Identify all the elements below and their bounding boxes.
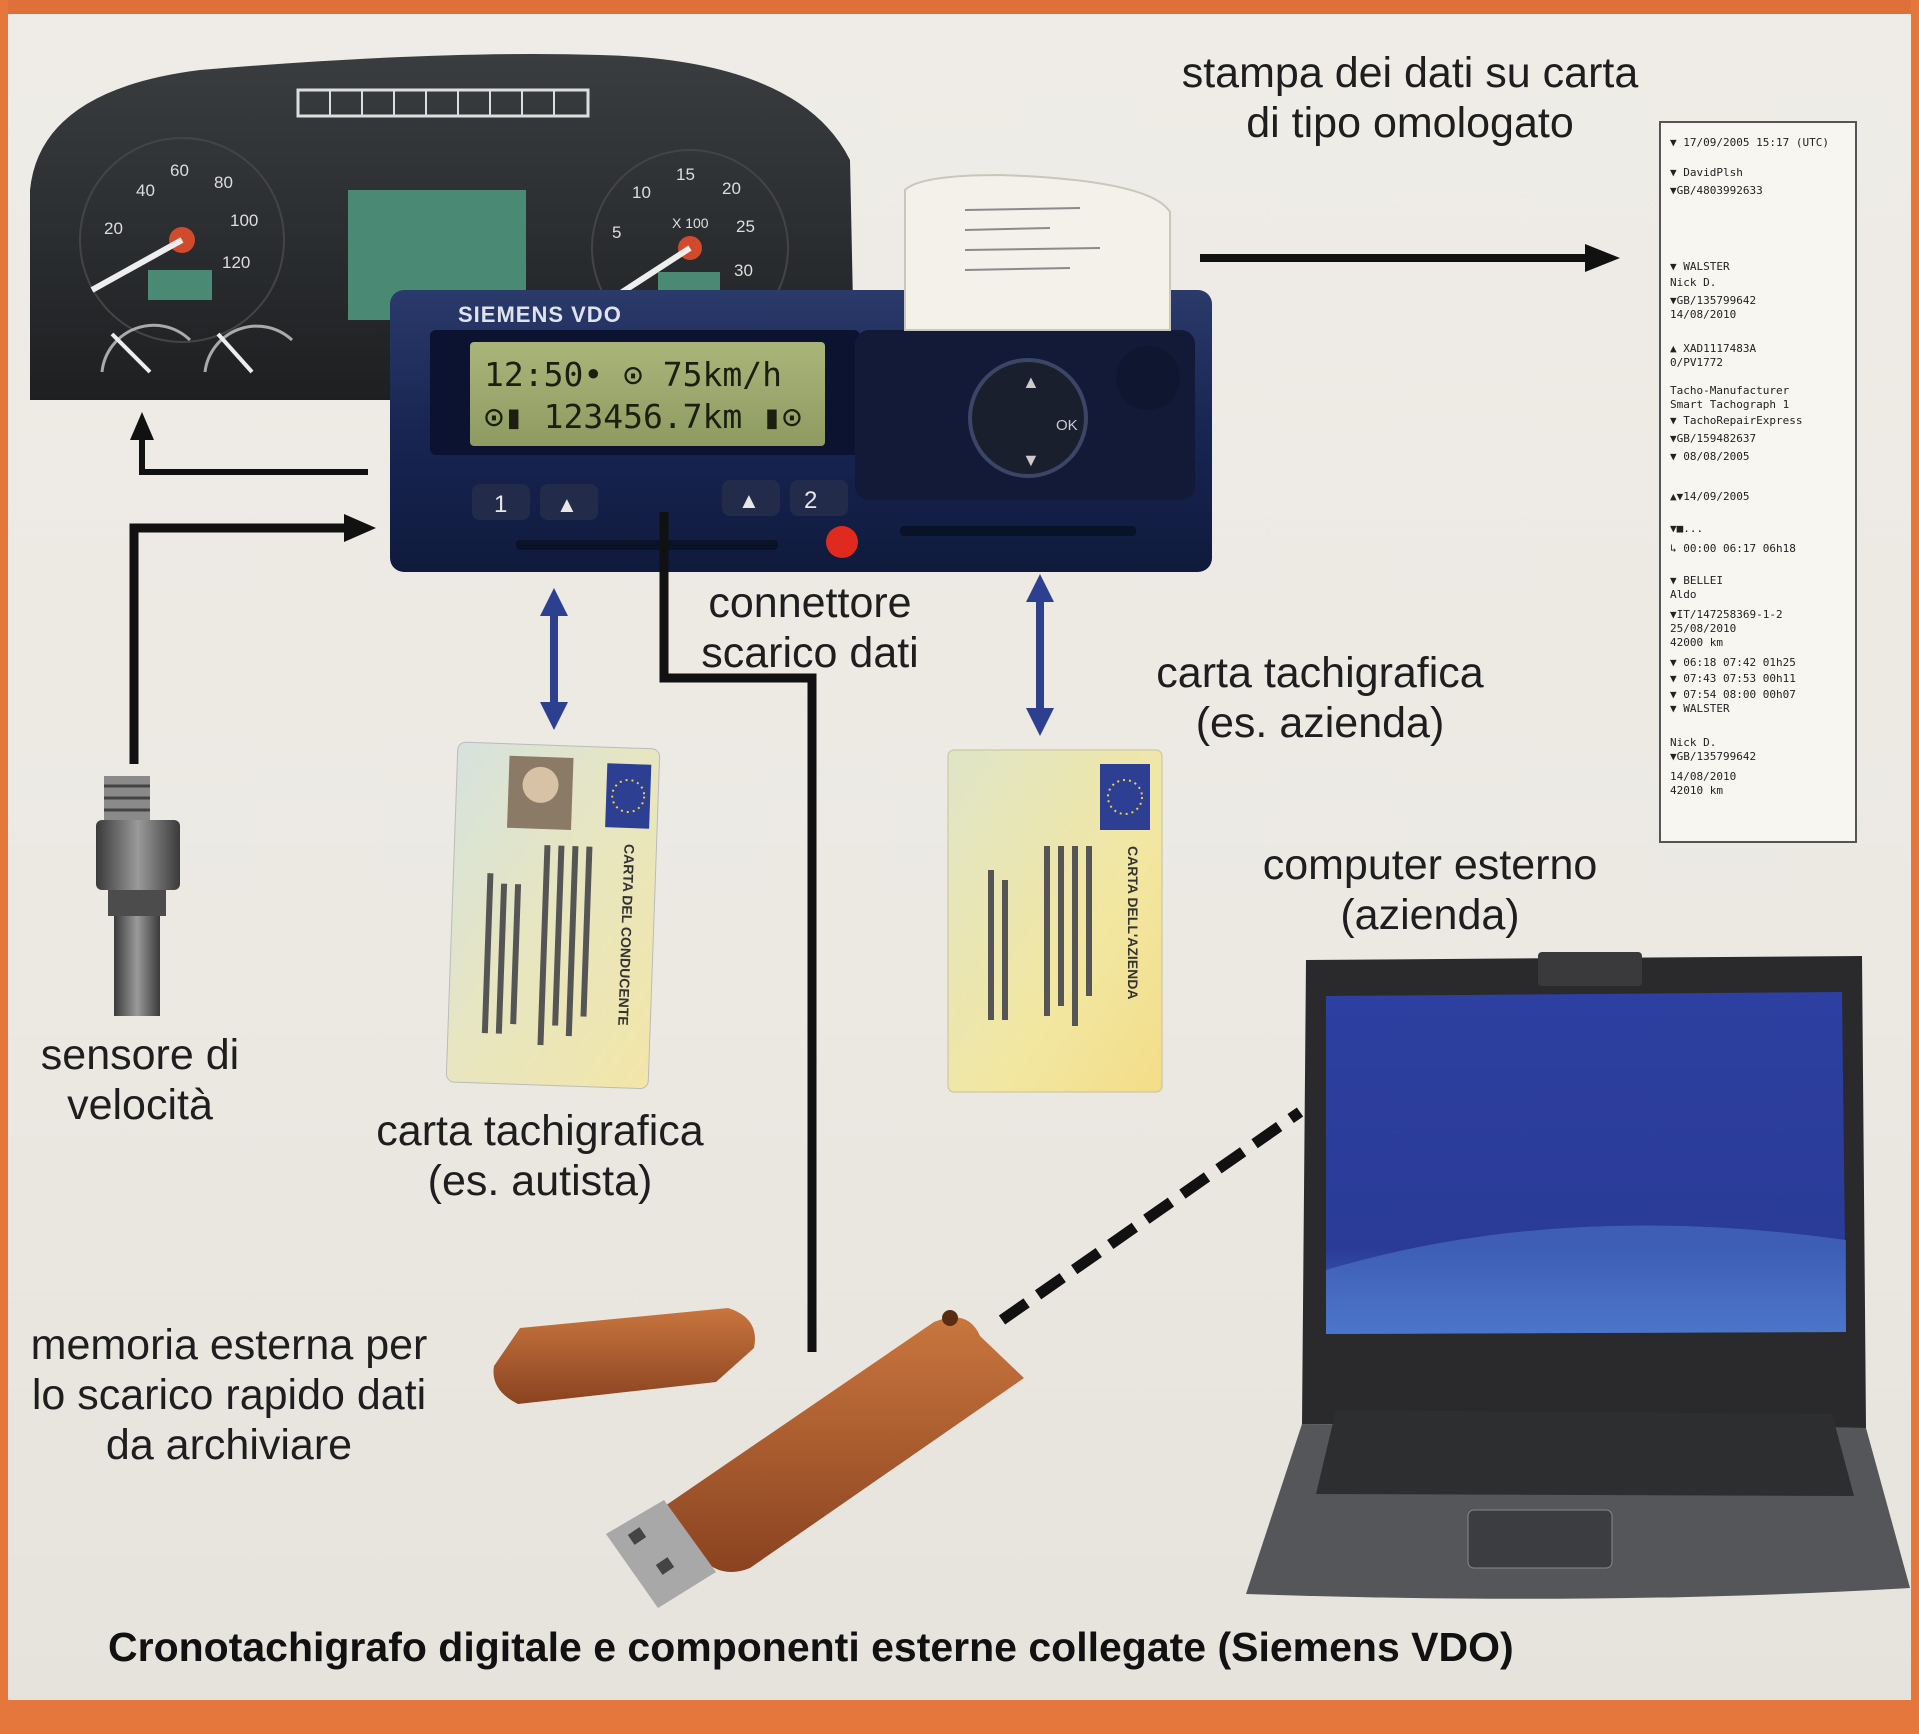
rpm-tick-30: 30 (734, 261, 753, 280)
usb-cap (494, 1308, 755, 1404)
figure-caption: Cronotachigrafo digitale e componenti es… (108, 1624, 1808, 1671)
receipt-line-23: ▼ 06:18 07:42 01h25 (1670, 656, 1796, 669)
receipt-line-9: 0/PV1772 (1670, 356, 1723, 369)
speed-tick-80: 80 (214, 173, 233, 192)
slot-1-label: 1 (494, 491, 507, 518)
bottom-border (0, 1700, 1919, 1734)
lcd-line-2: ⊙▮ 123456.7km ▮⊙ (484, 397, 802, 436)
receipt-line-20: ▼IT/147258369-1-2 (1670, 608, 1783, 621)
rpm-tick-25: 25 (736, 217, 755, 236)
receipt-line-17: ↳ 00:00 06:17 06h18 (1670, 542, 1796, 555)
receipt-line-5: Nick D. (1670, 276, 1716, 289)
receipt-line-3: ▼GB/4803992633 (1670, 184, 1763, 197)
speed-sensor (96, 776, 180, 1016)
rpm-tick-5: 5 (612, 223, 621, 242)
rpm-tick-15: 15 (676, 165, 695, 184)
receipt-line-1: ▼ 17/09/2005 15:17 (UTC) (1670, 136, 1829, 149)
status-led (826, 526, 858, 558)
card-slot-2 (900, 526, 1136, 536)
receipt-line-26: ▼ WALSTER (1670, 702, 1730, 715)
usb-memory-stick (494, 1308, 1025, 1608)
receipt-line-4: ▼ WALSTER (1670, 260, 1730, 273)
receipt-line-14: ▼ 08/08/2005 (1670, 450, 1749, 463)
usb-laptop-link (1002, 1112, 1300, 1320)
usb-keyring-hole (942, 1310, 958, 1326)
receipt-line-24: ▼ 07:43 07:53 00h11 (1670, 672, 1796, 685)
receipt-line-7: 14/08/2010 (1670, 308, 1736, 321)
webcam-icon (1538, 952, 1642, 986)
speed-tick-100: 100 (230, 211, 258, 230)
card-slot-1 (516, 540, 778, 550)
rpm-multiplier: X 100 (672, 215, 709, 231)
speed-tick-40: 40 (136, 181, 155, 200)
speed-tick-20: 20 (104, 219, 123, 238)
company-card-label: carta tachigrafica (es. azienda) (1110, 648, 1530, 748)
receipt-line-30: 42010 km (1670, 784, 1723, 797)
receipt-line-16: ▼■... (1670, 522, 1703, 535)
company-card: CARTA DELL'AZIENDA (948, 750, 1162, 1092)
download-connector-label: connettore scarico dati (660, 578, 960, 678)
receipt-line-15: ▲▼14/09/2005 (1670, 490, 1749, 503)
receipt-line-11: Smart Tachograph 1 (1670, 398, 1789, 411)
slot-2-label: 2 (804, 487, 817, 514)
speed-tick-120: 120 (222, 253, 250, 272)
company-card-title: CARTA DELL'AZIENDA (1125, 846, 1141, 999)
receipt-line-21: 25/08/2010 (1670, 622, 1736, 635)
receipt-line-12: ▼ TachoRepairExpress (1670, 414, 1802, 427)
receipt-line-22: 42000 km (1670, 636, 1723, 649)
nav-down-icon: ▼ (1022, 450, 1040, 470)
receipt-line-19: Aldo (1670, 588, 1697, 601)
receipt-line-10: Tacho-Manufacturer (1670, 384, 1790, 397)
receipt-line-6: ▼GB/135799642 (1670, 294, 1756, 307)
sensor-arrow (134, 528, 352, 764)
receipt-line-2: ▼ DavidPlsh (1670, 166, 1743, 179)
touchpad[interactable] (1468, 1510, 1612, 1568)
lcd-line-1: 12:50• ⊙ 75km/h (484, 355, 782, 394)
receipt-line-13: ▼GB/159482637 (1670, 432, 1756, 445)
driver-card-label: carta tachigrafica (es. autista) (340, 1106, 740, 1206)
rpm-tick-20: 20 (722, 179, 741, 198)
receipt-line-28: ▼GB/135799642 (1670, 750, 1756, 763)
eject-2-icon: ▲ (738, 488, 760, 513)
nav-ok-label: OK (1056, 417, 1078, 434)
brand-label: SIEMENS VDO (458, 302, 622, 327)
computer-label: computer esterno (azienda) (1220, 840, 1640, 940)
printer-cover (1116, 346, 1180, 410)
printout-label: stampa dei dati su carta di tipo omologa… (1150, 48, 1670, 148)
receipt-line-27: Nick D. (1670, 736, 1716, 749)
card-slot-2-button[interactable] (790, 480, 848, 516)
keyboard (1316, 1410, 1854, 1496)
receipt-line-25: ▼ 07:54 08:00 00h07 (1670, 688, 1796, 701)
eject-1-icon: ▲ (556, 492, 578, 517)
nav-up-icon: ▲ (1022, 372, 1040, 392)
speed-sensor-label: sensore di velocità (20, 1030, 260, 1130)
laptop-computer (1246, 952, 1910, 1599)
printout-receipt: ▼ 17/09/2005 15:17 (UTC) ▼ DavidPlsh ▼GB… (1660, 122, 1856, 842)
receipt-line-8: ▲ XAD1117483A (1670, 342, 1756, 355)
receipt-line-29: 14/08/2010 (1670, 770, 1736, 783)
rpm-tick-10: 10 (632, 183, 651, 202)
speed-tick-60: 60 (170, 161, 189, 180)
receipt-line-18: ▼ BELLEI (1670, 574, 1723, 587)
driver-card: CARTA DEL CONDUCENTE (446, 742, 660, 1089)
cluster-feedback-arrow (142, 432, 368, 472)
external-memory-label: memoria esterna per lo scarico rapido da… (14, 1320, 444, 1470)
paper-roll (905, 175, 1170, 330)
